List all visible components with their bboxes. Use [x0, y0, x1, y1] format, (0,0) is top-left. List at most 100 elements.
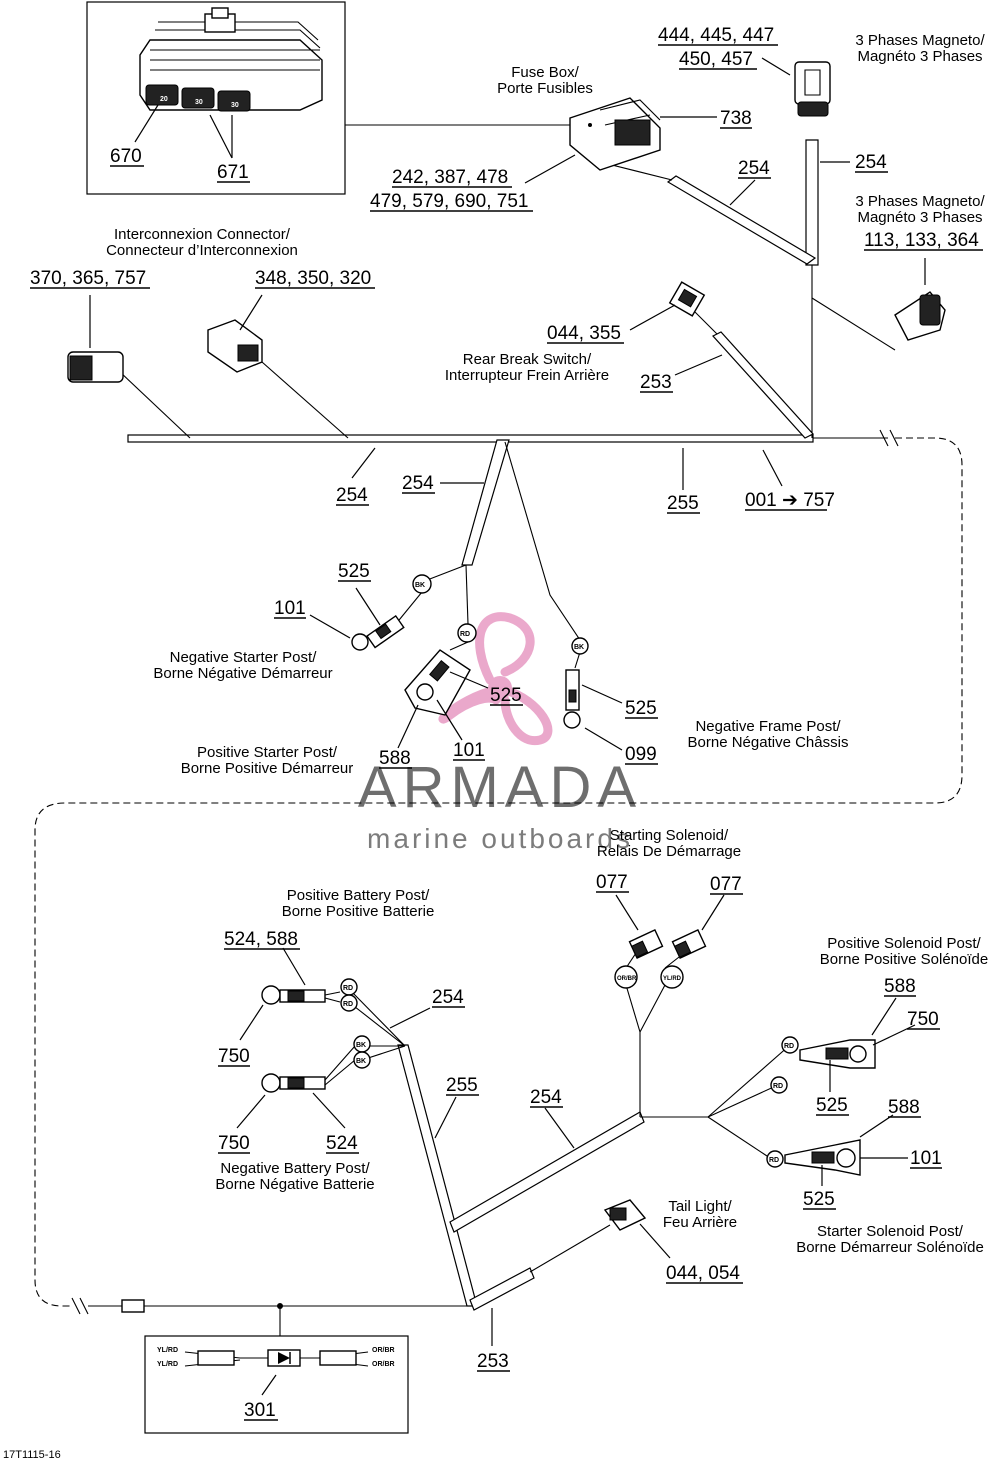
part-fuse-1[interactable]: 242, 387, 478 [392, 167, 508, 188]
part-number-671[interactable]: 671 [217, 162, 249, 183]
part-relay-077-a[interactable]: 077 [596, 872, 628, 893]
solenoid-starter-terminal-icon[interactable] [784, 1139, 861, 1176]
part-fuse-2[interactable]: 479, 579, 690, 751 [370, 191, 528, 212]
inset-diode-detail: YL/RD YL/RD OR/BR OR/BR 301 [144, 1303, 409, 1434]
fuse-box-connector-icon[interactable] [569, 97, 661, 171]
part-nut-750-b[interactable]: 750 [218, 1133, 250, 1154]
part-interconn-b[interactable]: 348, 350, 320 [255, 268, 371, 289]
wire-color-rd-a: RD [460, 631, 470, 638]
battery-positive-terminal-icon[interactable] [261, 985, 326, 1005]
solenoid-positive-terminal-icon[interactable] [799, 1039, 876, 1069]
figure-code: 17T1115-16 [3, 1449, 61, 1461]
part-number-301[interactable]: 301 [244, 1400, 276, 1421]
part-boot-588-b[interactable]: 588 [884, 976, 916, 997]
interconnexion-connector-b-icon[interactable] [207, 319, 263, 373]
part-ring-101-a[interactable]: 101 [274, 598, 306, 619]
part-harness-254-d[interactable]: 254 [402, 473, 434, 494]
label-neg-frame-1: Negative Frame Post/ [695, 718, 841, 735]
part-ring-101-b[interactable]: 101 [453, 740, 485, 761]
part-terminal-524[interactable]: 524 [326, 1133, 358, 1154]
part-terminal-525-e[interactable]: 525 [803, 1189, 835, 1210]
part-harness-main[interactable]: 001 ➔ 757 [745, 490, 835, 511]
part-rear-brake[interactable]: 044, 355 [547, 323, 621, 344]
diode-wire-right-2: OR/BR [372, 1361, 395, 1368]
part-fuse-connector[interactable]: 738 [720, 108, 752, 129]
component-labels: Fuse Box/ Porte Fusibles 3 Phases Magnet… [106, 32, 988, 1256]
wire-color-badges-bottom: RD RD BK BK OR/BR YL/RD RD RD RD [340, 965, 799, 1168]
label-magneto-a-2: Magnéto 3 Phases [857, 48, 982, 65]
part-harness-253-a[interactable]: 253 [640, 372, 672, 393]
magneto-connector-right-icon[interactable] [894, 291, 946, 341]
diode-icon [267, 1349, 301, 1367]
part-harness-main-from: 001 [745, 490, 777, 511]
interconnexion-connector-a-icon[interactable] [67, 351, 124, 383]
part-harness-254-f[interactable]: 254 [530, 1087, 562, 1108]
wire-color-relay-b: YL/RD [663, 976, 682, 982]
label-pos-battery-1: Positive Battery Post/ [287, 887, 430, 904]
part-ring-099[interactable]: 099 [625, 744, 657, 765]
cavity-label-2: 30 [195, 99, 203, 106]
main-harness-bottom [88, 949, 791, 1313]
wire-color-relay-a: OR/BR [617, 976, 637, 982]
battery-negative-terminal-icon[interactable] [261, 1073, 326, 1093]
part-harness-254-b[interactable]: 254 [855, 152, 887, 173]
diode-wire-left-2: YL/RD [157, 1361, 178, 1368]
label-interconnexion-2: Connecteur d’Interconnexion [106, 242, 298, 259]
label-starting-solenoid-2: Relais De Démarrage [597, 843, 741, 860]
watermark-tagline: marine outboards [367, 823, 633, 854]
part-nut-750-a[interactable]: 750 [218, 1046, 250, 1067]
ring-terminal-positive-starter-icon[interactable] [404, 649, 471, 716]
magneto-connector-top-icon[interactable] [794, 61, 831, 117]
part-harness-253-b[interactable]: 253 [477, 1351, 509, 1372]
part-relay-077-b[interactable]: 077 [710, 874, 742, 895]
ring-terminal-negative-frame-icon[interactable] [563, 669, 581, 729]
cavity-label-3: 30 [231, 102, 239, 109]
main-harness-top [119, 139, 896, 669]
label-fuse-box-2: Porte Fusibles [497, 80, 593, 97]
part-magneto-b[interactable]: 113, 133, 364 [864, 230, 979, 251]
part-nut-750-c[interactable]: 750 [907, 1009, 939, 1030]
label-magneto-b-2: Magnéto 3 Phases [857, 209, 982, 226]
part-magneto-a-1[interactable]: 444, 445, 447 [658, 25, 774, 46]
relay-connector-b-icon[interactable] [671, 928, 707, 960]
part-magneto-a-2[interactable]: 450, 457 [679, 49, 753, 70]
part-tail-light[interactable]: 044, 054 [666, 1263, 740, 1284]
part-harness-254-e[interactable]: 254 [432, 987, 464, 1008]
callout-arrows [89, 57, 926, 1346]
continuation-dashed-line [34, 429, 963, 1315]
part-harness-255-a[interactable]: 255 [667, 493, 699, 514]
part-terminal-525-c[interactable]: 525 [625, 698, 657, 719]
wire-color-bk-b: BK [574, 644, 584, 651]
label-neg-frame-2: Borne Négative Châssis [688, 734, 849, 751]
part-numbers: 444, 445, 447 450, 457 738 242, 387, 478… [30, 25, 983, 1372]
part-terminal-525-d[interactable]: 525 [816, 1095, 848, 1116]
part-terminal-525-b[interactable]: 525 [490, 685, 522, 706]
diode-wire-right-1: OR/BR [372, 1347, 395, 1354]
propeller-logo-icon [438, 612, 553, 746]
part-boot-588-a[interactable]: 588 [379, 748, 411, 769]
part-harness-254-c[interactable]: 254 [336, 485, 368, 506]
ring-terminal-negative-starter-icon[interactable] [351, 614, 405, 651]
part-interconn-a[interactable]: 370, 365, 757 [30, 268, 146, 289]
label-tail-light-2: Feu Arrière [663, 1214, 737, 1231]
part-battery-pos[interactable]: 524, 588 [224, 929, 298, 950]
part-boot-588-c[interactable]: 588 [888, 1097, 920, 1118]
wire-color-rd-sol-c: RD [769, 1157, 779, 1164]
part-ring-101-c[interactable]: 101 [910, 1148, 942, 1169]
label-pos-solenoid-2: Borne Positive Solénoïde [820, 951, 988, 968]
label-neg-starter-1: Negative Starter Post/ [170, 649, 318, 666]
rear-brake-switch-icon[interactable] [668, 281, 706, 317]
part-harness-255-b[interactable]: 255 [446, 1075, 478, 1096]
fuse-box-large-icon: 20 30 30 [139, 7, 323, 112]
tail-light-connector-icon[interactable] [603, 1199, 647, 1231]
label-tail-light-1: Tail Light/ [668, 1198, 732, 1215]
part-harness-254-a[interactable]: 254 [738, 158, 770, 179]
watermark-brand: ARMADA [358, 755, 642, 820]
part-terminal-525-a[interactable]: 525 [338, 561, 370, 582]
wire-color-rd-sol-b: RD [773, 1083, 783, 1090]
relay-connector-a-icon[interactable] [628, 928, 664, 960]
part-harness-main-to: 757 [803, 490, 835, 511]
part-number-670[interactable]: 670 [110, 146, 142, 167]
wire-color-bk-batt-b: BK [356, 1058, 366, 1065]
